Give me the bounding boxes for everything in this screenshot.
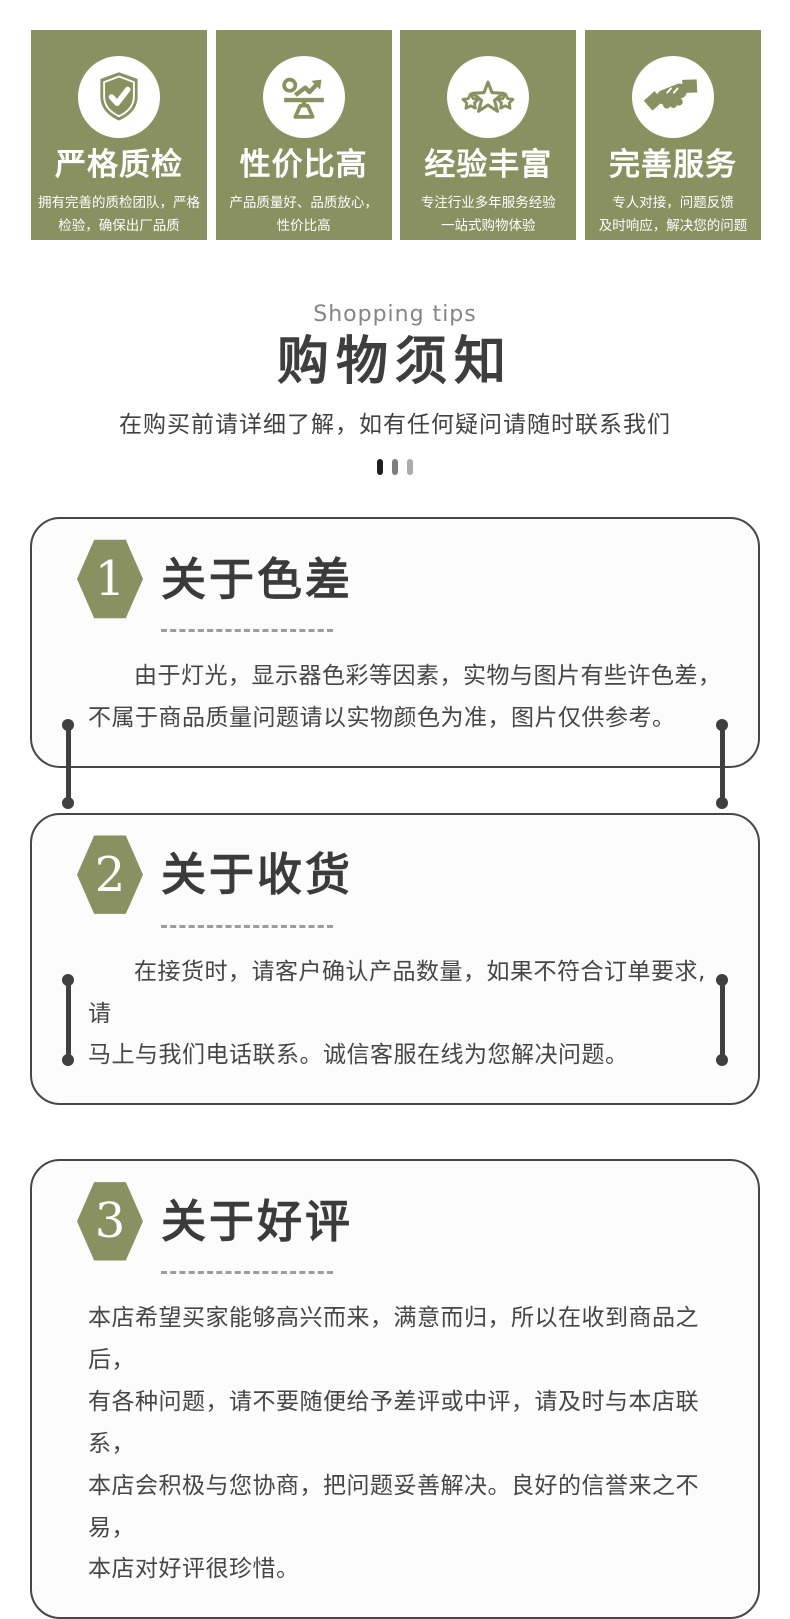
section-subtitle-en: Shopping tips bbox=[313, 302, 477, 327]
feature-desc: 专人对接，问题反馈 及时响应，解决您的问题 bbox=[598, 195, 748, 234]
icon-circle bbox=[262, 56, 345, 138]
features-row: 严格质检 拥有完善的质检团队，严格 检验，确保出厂品质 性价比高 产品质量好、品… bbox=[31, 30, 761, 240]
notice-body: 在接货时，请客户确认产品数量，如果不符合订单要求,请 马上与我们电话联系。诚信客… bbox=[88, 958, 706, 1069]
section-description: 在购买前请详细了解，如有任何疑问请随时联系我们 bbox=[119, 411, 671, 438]
notice-number: 3 bbox=[94, 1193, 126, 1250]
dashed-underline bbox=[161, 1271, 333, 1275]
stars-icon bbox=[461, 80, 515, 113]
feature-desc: 拥有完善的质检团队，严格 检验，确保出厂品质 bbox=[38, 195, 200, 234]
feature-card-service: 完善服务 专人对接，问题反馈 及时响应，解决您的问题 bbox=[584, 30, 761, 240]
divider-bar bbox=[407, 458, 413, 475]
notice-section: 1 关于色差 由于灯光，显示器色彩等因素，实物与图片有些许色差， 不属于商品质量… bbox=[30, 517, 760, 1619]
notice-card-color-difference: 1 关于色差 由于灯光，显示器色彩等因素，实物与图片有些许色差， 不属于商品质量… bbox=[30, 517, 760, 768]
section-header: Shopping tips 购物须知 在购买前请详细了解，如有任何疑问请随时联系… bbox=[0, 302, 790, 475]
dashed-underline bbox=[161, 924, 333, 928]
notice-head: 1 关于色差 bbox=[32, 539, 758, 619]
divider-bar bbox=[392, 458, 398, 475]
feature-card-experience: 经验丰富 专注行业多年服务经验 一站式购物体验 bbox=[400, 30, 577, 240]
feature-title: 经验丰富 bbox=[424, 147, 553, 183]
connector-pin bbox=[716, 719, 728, 809]
feature-card-quality: 严格质检 拥有完善的质检团队，严格 检验，确保出厂品质 bbox=[31, 30, 207, 240]
feature-desc: 专注行业多年服务经验 一站式购物体验 bbox=[420, 195, 556, 234]
notice-title: 关于收货 bbox=[161, 848, 354, 902]
feature-title: 性价比高 bbox=[239, 147, 368, 183]
value-scale-icon bbox=[281, 77, 324, 119]
notice-head: 2 关于收货 bbox=[32, 835, 758, 915]
notice-head: 3 关于好评 bbox=[32, 1181, 758, 1261]
feature-desc: 产品质量好、品质放心， 性价比高 bbox=[229, 195, 378, 234]
notice-number: 1 bbox=[94, 551, 126, 607]
notice-title: 关于色差 bbox=[161, 552, 354, 606]
notice-body: 由于灯光，显示器色彩等因素，实物与图片有些许色差， 不属于商品质量问题请以实物颜… bbox=[88, 663, 722, 731]
hexagon-number-badge: 3 bbox=[77, 1182, 143, 1261]
notice-number: 2 bbox=[94, 846, 126, 903]
notice-card-review: 3 关于好评 本店希望买家能够高兴而来，满意而归，所以在收到商品之后， 有各种问… bbox=[30, 1159, 760, 1619]
feature-title: 严格质检 bbox=[55, 147, 183, 183]
feature-card-value: 性价比高 产品质量好、品质放心， 性价比高 bbox=[215, 30, 392, 240]
notice-body: 本店希望买家能够高兴而来，满意而归，所以在收到商品之后， 有各种问题，请不要随便… bbox=[88, 1305, 699, 1583]
handshake-icon bbox=[643, 79, 698, 111]
icon-circle bbox=[78, 56, 160, 138]
divider-bar bbox=[377, 458, 383, 475]
connector-pin bbox=[62, 719, 74, 809]
icon-circle bbox=[631, 56, 714, 138]
notice-card-receiving: 2 关于收货 在接货时，请客户确认产品数量，如果不符合订单要求,请 马上与我们电… bbox=[30, 812, 760, 1106]
feature-title: 完善服务 bbox=[608, 147, 737, 183]
notice-title: 关于好评 bbox=[161, 1194, 354, 1248]
connector-pin bbox=[62, 974, 74, 1066]
section-title: 购物须知 bbox=[276, 332, 513, 392]
hexagon-number-badge: 1 bbox=[77, 539, 143, 619]
connector-pin bbox=[716, 974, 728, 1066]
icon-circle bbox=[447, 56, 530, 138]
divider-bars bbox=[0, 458, 790, 475]
hexagon-number-badge: 2 bbox=[77, 835, 143, 914]
dashed-underline bbox=[161, 629, 333, 632]
shield-check-icon bbox=[100, 72, 138, 121]
